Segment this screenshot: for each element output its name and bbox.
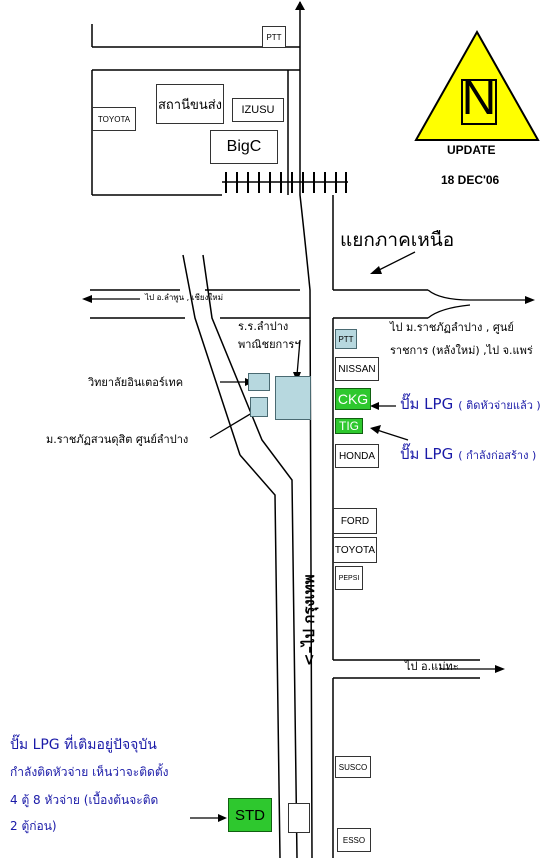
esso-station: ESSO bbox=[337, 828, 371, 852]
lpg1-note: ( ติดหัวจ่ายแล้ว ) bbox=[458, 399, 541, 412]
bottom-note-line1: ปั๊ม LPG ที่เติมอยู่ปัจจุบัน bbox=[10, 737, 157, 753]
to-bangkok-label: <–ไป กรุงเทพ bbox=[299, 574, 318, 667]
update-date: 18 DEC'06 bbox=[441, 173, 500, 187]
west-arrow bbox=[82, 295, 92, 303]
tig-lpg-station: TIG bbox=[335, 418, 363, 434]
north-letter: N bbox=[461, 72, 497, 125]
ford-dealer: FORD bbox=[333, 508, 377, 534]
junction-label: แยกภาคเหนือ bbox=[340, 229, 455, 251]
bottom-note-line4: 2 ตู้ก่อน) bbox=[10, 819, 57, 833]
lpg1-label: ปั๊ม LPG ( ติดหัวจ่ายแล้ว ) bbox=[400, 395, 541, 413]
north-triangle bbox=[414, 29, 540, 141]
izusu-dealer: IZUSU bbox=[232, 98, 284, 122]
bottom-note-line3: 4 ตู้ 8 หัวจ่าย (เบื้องต้นจะติด bbox=[10, 793, 159, 807]
update-label: UPDATE bbox=[447, 143, 496, 157]
toyota-left-dealer: TOYOTA bbox=[92, 107, 136, 131]
ckg-lpg-station: CKG bbox=[335, 388, 371, 410]
ptt-right-station: PTT bbox=[335, 329, 357, 349]
north-letter-box bbox=[461, 79, 497, 125]
pepsi-plant: PEPSI bbox=[335, 566, 363, 590]
ptt-top-station: PTT bbox=[262, 26, 286, 48]
school-label-2: พาณิชยการฯ bbox=[238, 338, 301, 351]
east-arrow bbox=[525, 296, 535, 304]
to-rajabhat-label-1: ไป ม.ราชภัฏลำปาง , ศูนย์ bbox=[390, 321, 514, 334]
junction-pointer bbox=[370, 266, 382, 274]
ckg-pointer bbox=[370, 402, 379, 410]
school-label-1: ร.ร.ลำปาง bbox=[238, 320, 289, 333]
toyota-right-dealer: TOYOTA bbox=[333, 537, 377, 563]
diagonal-road-right bbox=[202, 254, 298, 859]
intertech-label: วิทยาลัยอินเตอร์เทค bbox=[88, 376, 184, 389]
lpg2-main: ปั๊ม LPG bbox=[400, 445, 454, 463]
suandusit-building bbox=[250, 397, 268, 417]
std-side-building bbox=[288, 803, 310, 833]
honda-dealer: HONDA bbox=[335, 444, 379, 468]
lpg2-label: ปั๊ม LPG ( กำลังก่อสร้าง ) bbox=[400, 445, 536, 463]
susco-station: SUSCO bbox=[335, 756, 371, 778]
maetha-arrow bbox=[495, 665, 505, 673]
to-rajabhat-label-2: ราชการ (หลังใหม่) ,ไป จ.แพร่ bbox=[390, 344, 533, 357]
nissan-dealer: NISSAN bbox=[335, 357, 379, 381]
to-lamphun-label: ไป อ.ลำพูน , เชียงใหม่ bbox=[145, 293, 223, 302]
lpg1-main: ปั๊ม LPG bbox=[400, 395, 454, 413]
tig-pointer bbox=[370, 425, 381, 434]
intertech-building bbox=[248, 373, 270, 391]
north-road-arrow bbox=[295, 1, 305, 10]
lpg2-note: ( กำลังก่อสร้าง ) bbox=[458, 449, 537, 462]
main-road-left-edge bbox=[299, 13, 313, 859]
school-building bbox=[275, 376, 311, 420]
std-lpg-station: STD bbox=[228, 798, 272, 832]
bigc-store: BigC bbox=[210, 130, 278, 164]
bus-terminal: สถานีขนส่ง bbox=[156, 84, 224, 124]
railway-ties bbox=[225, 172, 347, 193]
bottom-note-line2: กำลังติดหัวจ่าย เห็นว่าจะติดตั้ง bbox=[10, 765, 169, 779]
diagonal-road-left bbox=[182, 254, 241, 456]
to-maetha-label: ไป อ.แม่ทะ bbox=[405, 660, 459, 673]
suandusit-label: ม.ราชภัฏสวนดุสิต ศูนย์ลำปาง bbox=[46, 433, 189, 446]
std-pointer bbox=[218, 814, 227, 822]
